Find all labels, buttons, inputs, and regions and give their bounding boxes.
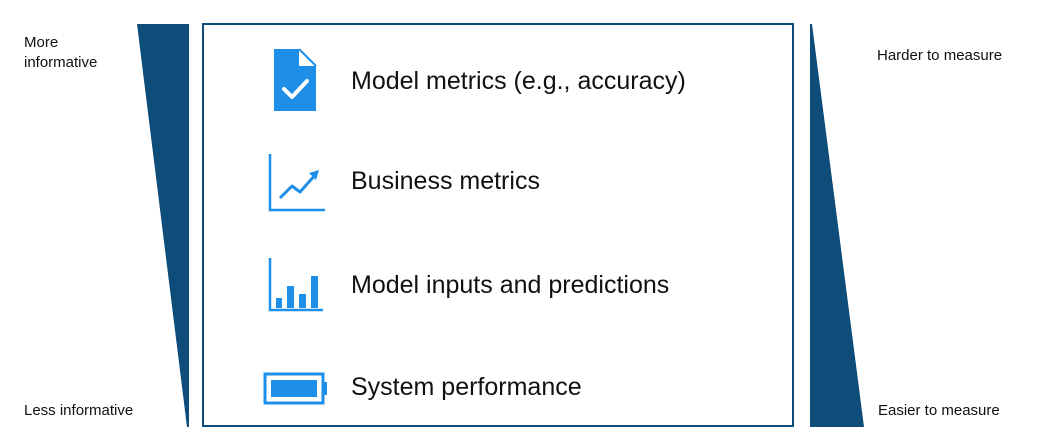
line-chart-icon <box>268 154 325 212</box>
less-informative-label: Less informative <box>24 402 134 419</box>
item-model-inputs: Model inputs and predictions <box>204 250 792 320</box>
left-scale-wedge <box>137 24 189 427</box>
item-system-performance: System performance <box>204 352 792 422</box>
battery-icon <box>263 372 327 405</box>
item-label: System performance <box>351 373 582 401</box>
more-informative-label: More informative <box>24 34 98 71</box>
item-label: Model inputs and predictions <box>351 271 670 299</box>
right-scale-wedge <box>810 24 864 427</box>
easier-to-measure-label: Easier to measure <box>878 402 1000 419</box>
item-label: Business metrics <box>351 167 540 195</box>
item-business-metrics: Business metrics <box>204 148 792 218</box>
item-label: Model metrics (e.g., accuracy) <box>351 67 686 95</box>
metrics-box: Model metrics (e.g., accuracy) Business … <box>202 23 794 427</box>
item-model-metrics: Model metrics (e.g., accuracy) <box>204 45 792 115</box>
document-check-icon <box>274 48 317 111</box>
bar-chart-icon <box>268 258 323 312</box>
harder-to-measure-label: Harder to measure <box>877 47 1003 64</box>
